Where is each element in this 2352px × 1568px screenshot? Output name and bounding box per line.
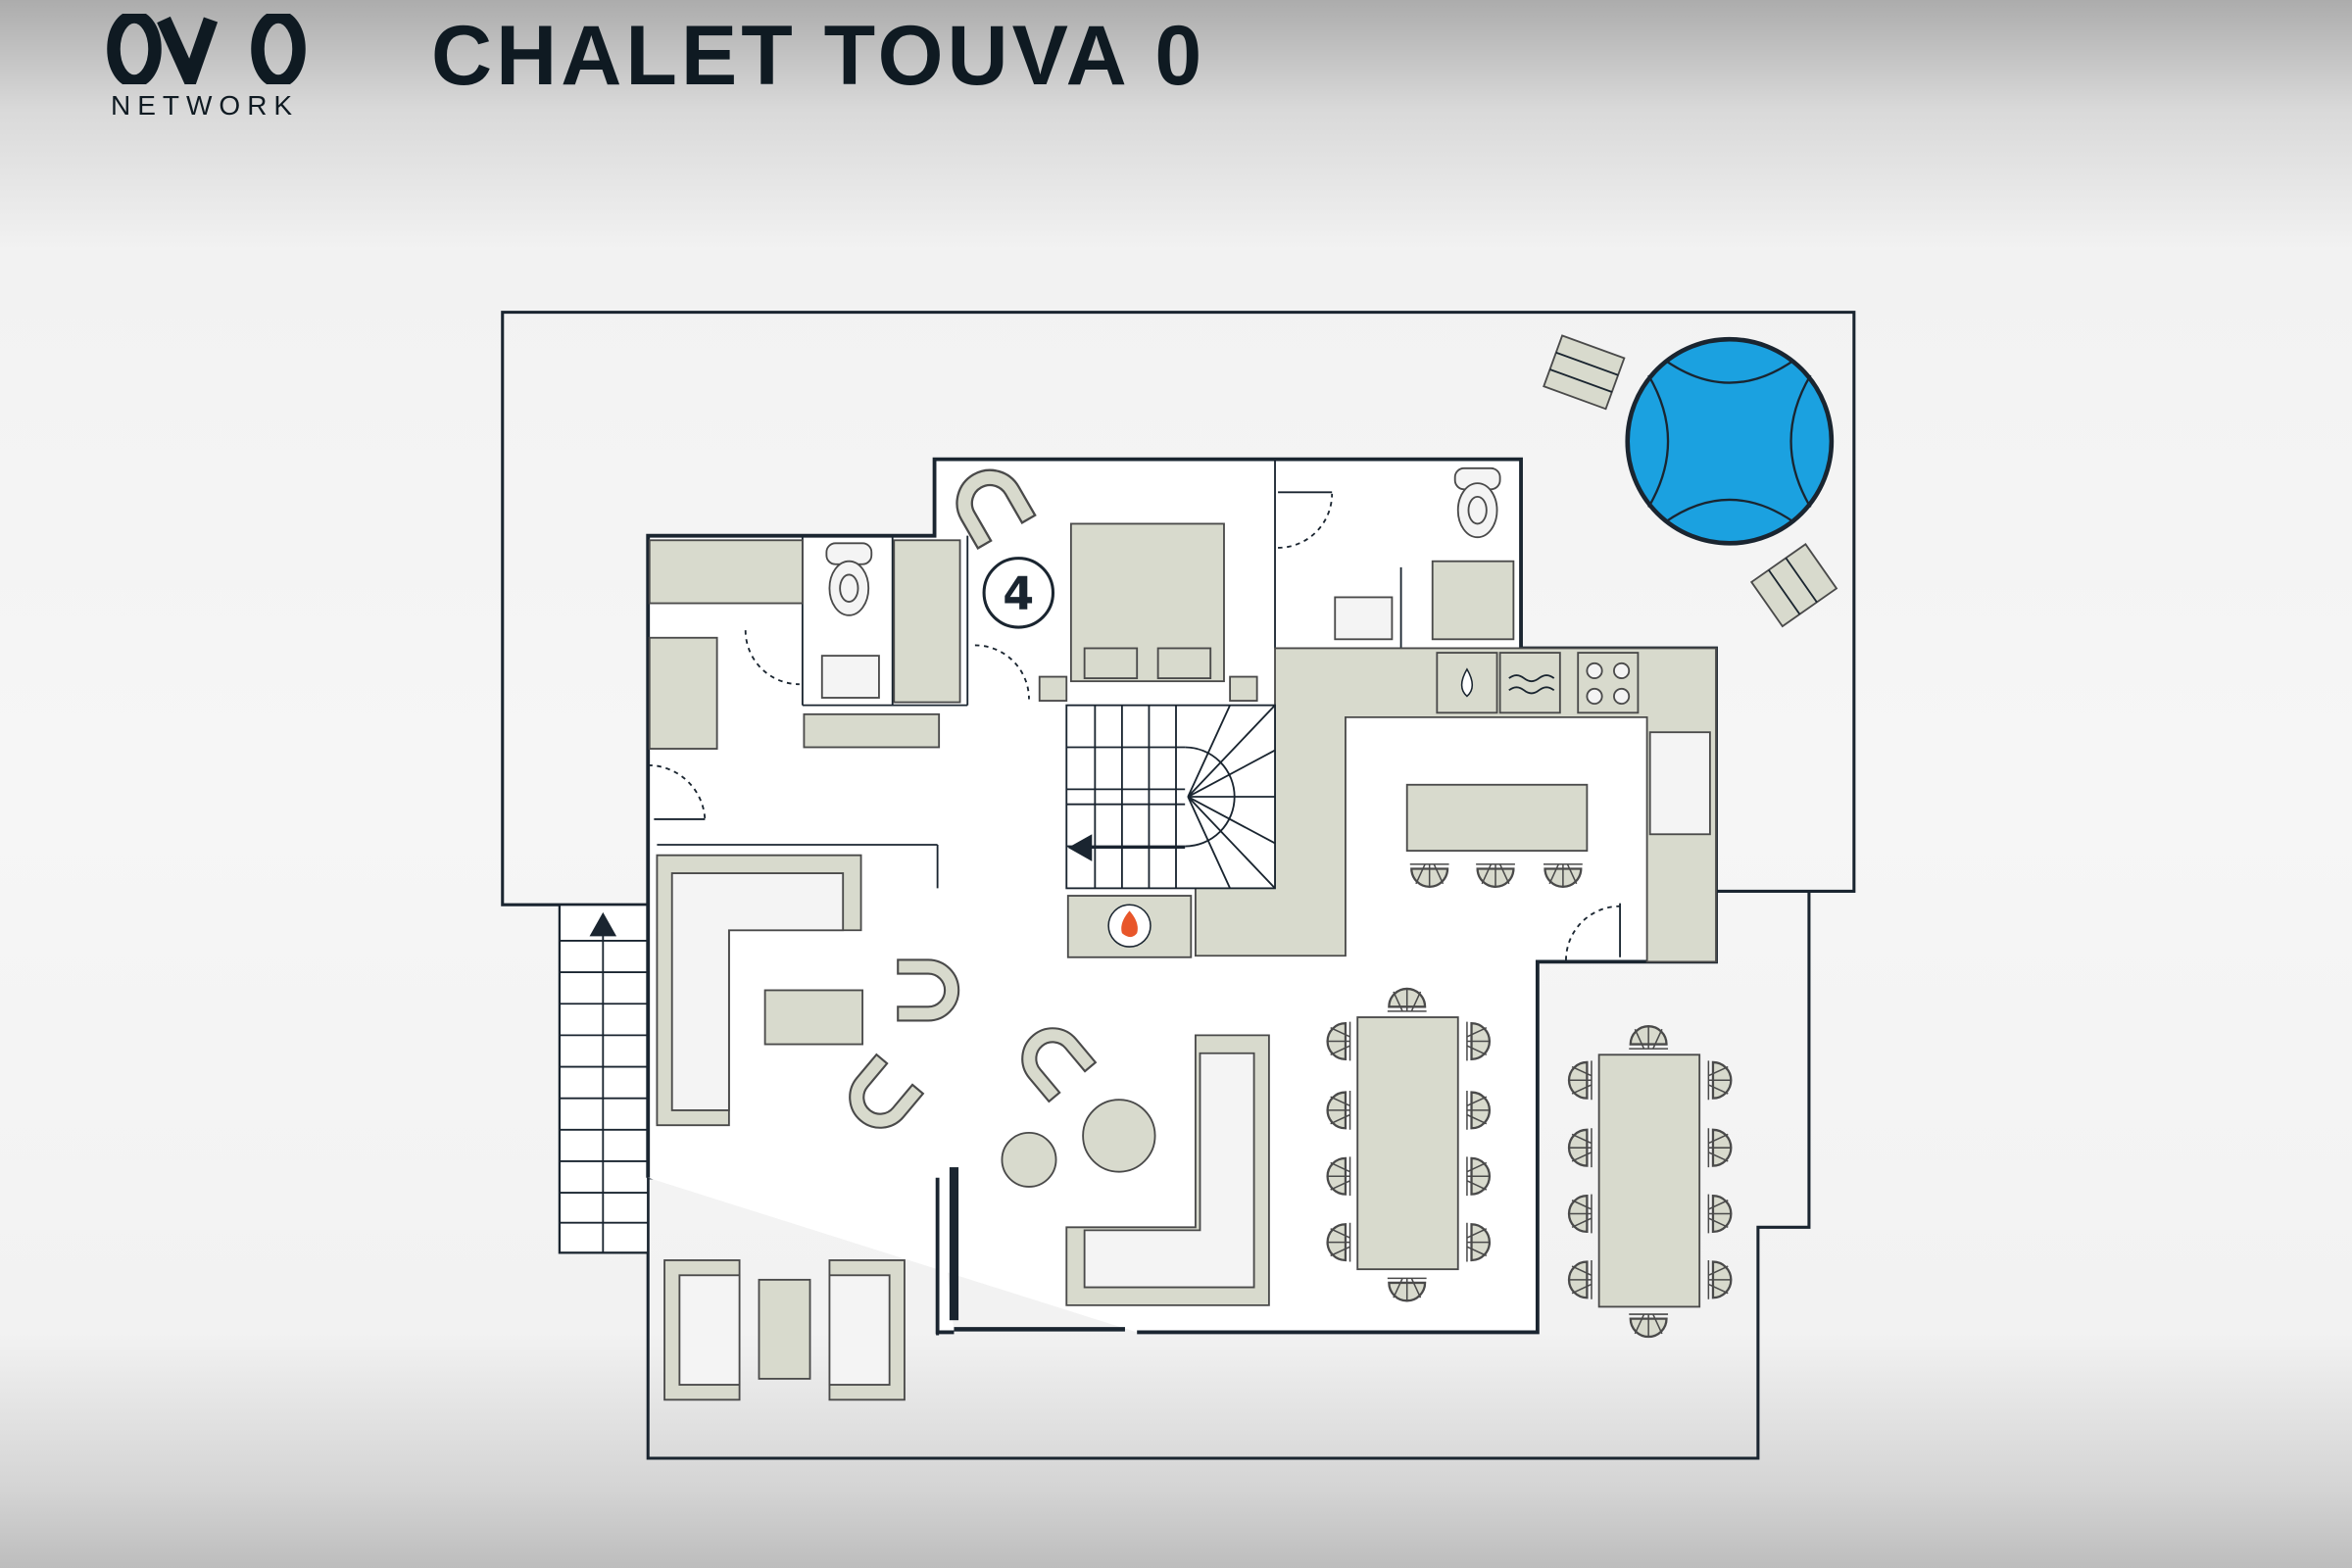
- nightstand: [1229, 675, 1258, 702]
- wardrobe: [648, 636, 718, 750]
- exterior-stairs: [558, 904, 650, 1254]
- room-number-badge: 4: [982, 557, 1055, 629]
- bed: [1069, 522, 1225, 683]
- bar-stool: [1474, 862, 1517, 888]
- partition-walls: [657, 459, 1402, 1332]
- dining-table: [1597, 1054, 1701, 1308]
- stairs-arrow-icon: [589, 911, 617, 937]
- bar-stool: [1542, 862, 1584, 888]
- sink-icon: [820, 655, 880, 699]
- wardrobe: [648, 539, 804, 605]
- tv: [949, 1167, 959, 1321]
- kitchen-sink-icon: [1648, 731, 1711, 836]
- round-table: [1082, 1099, 1156, 1173]
- sink-icon: [1334, 596, 1394, 641]
- kitchen-island: [1405, 783, 1589, 853]
- outdoor-sofa: [663, 1259, 741, 1401]
- bar-stool: [1408, 862, 1450, 888]
- corner-sofa: [1065, 1034, 1270, 1306]
- oven-icon: [1498, 652, 1561, 714]
- room-number: 4: [1003, 567, 1034, 620]
- pouf: [1001, 1131, 1057, 1188]
- wardrobe: [893, 539, 961, 704]
- toilet-icon: [1453, 466, 1501, 539]
- sun-lounger: [1543, 334, 1626, 411]
- toilet-icon: [825, 542, 873, 616]
- hob-icon: [1577, 652, 1640, 714]
- door-swings: [648, 491, 1621, 960]
- hot-tub: [1625, 336, 1835, 546]
- flame-icon: [1121, 910, 1138, 938]
- corner-sofa: [656, 854, 862, 1127]
- logo-network-text: NETWORK: [111, 90, 300, 121]
- interior-staircase: [1065, 704, 1276, 890]
- page-title: CHALET TOUVA 0: [431, 9, 1206, 103]
- coffee-table: [763, 989, 864, 1046]
- outdoor-table: [758, 1278, 811, 1380]
- stairs-arrow-icon: [1067, 834, 1093, 861]
- dining-table: [1356, 1016, 1459, 1271]
- shower: [1431, 560, 1515, 641]
- fireplace: [1066, 895, 1193, 958]
- kitchen-sink-icon: [1436, 652, 1498, 714]
- bench: [803, 712, 941, 749]
- outdoor-sofa: [828, 1259, 906, 1401]
- nightstand: [1038, 675, 1068, 702]
- ovo-logo: [107, 14, 306, 84]
- sun-lounger: [1749, 543, 1838, 628]
